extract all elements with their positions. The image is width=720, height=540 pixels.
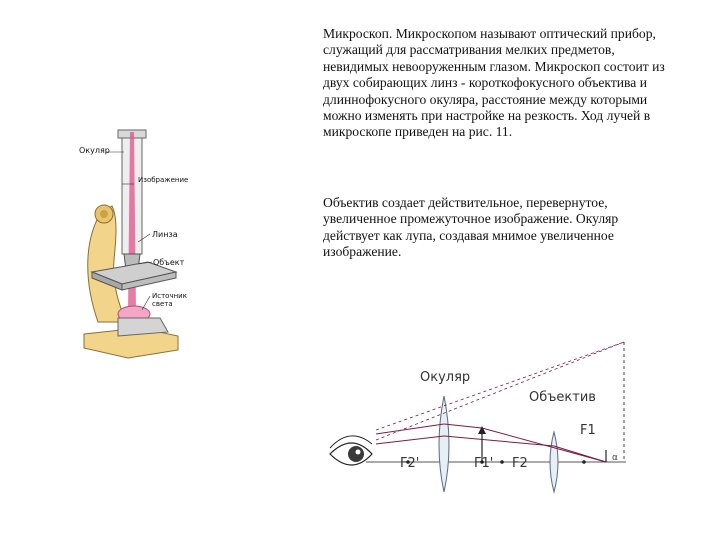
microscope-arm xyxy=(87,205,127,323)
ray-label-f2: F2 xyxy=(512,456,528,471)
label-lens: Линза xyxy=(152,230,178,239)
label-eyepiece: Окуляр xyxy=(79,146,110,155)
ray-label-f1: F1 xyxy=(580,423,596,438)
ray-label-objective: Объектив xyxy=(529,390,596,405)
focus-f1-prime xyxy=(480,460,484,464)
ray-label-f1-prime: F1' xyxy=(474,456,494,471)
eye-icon xyxy=(329,435,373,466)
label-light-source: Источник света xyxy=(152,292,187,308)
ray-label-eyepiece: Окуляр xyxy=(420,370,471,385)
eyepiece-lens xyxy=(438,395,450,493)
microscope-illustration xyxy=(83,129,179,359)
label-object: Объект xyxy=(153,258,185,267)
paragraph-objective-description: Объектив создает действительное, перевер… xyxy=(323,195,619,260)
objective-lens-shape xyxy=(549,430,559,494)
ray-label-f2-prime: F2' xyxy=(400,456,420,471)
svg-text:α: α xyxy=(612,453,618,463)
focus-f2 xyxy=(500,460,504,464)
label-image: Изображение xyxy=(138,176,189,184)
focus-f1 xyxy=(582,460,586,464)
paragraph-microscope-description: Микроскоп. Микроскопом называют оптическ… xyxy=(323,26,665,140)
focus-f2-prime xyxy=(406,460,410,464)
ray-diagram: α xyxy=(329,341,626,494)
